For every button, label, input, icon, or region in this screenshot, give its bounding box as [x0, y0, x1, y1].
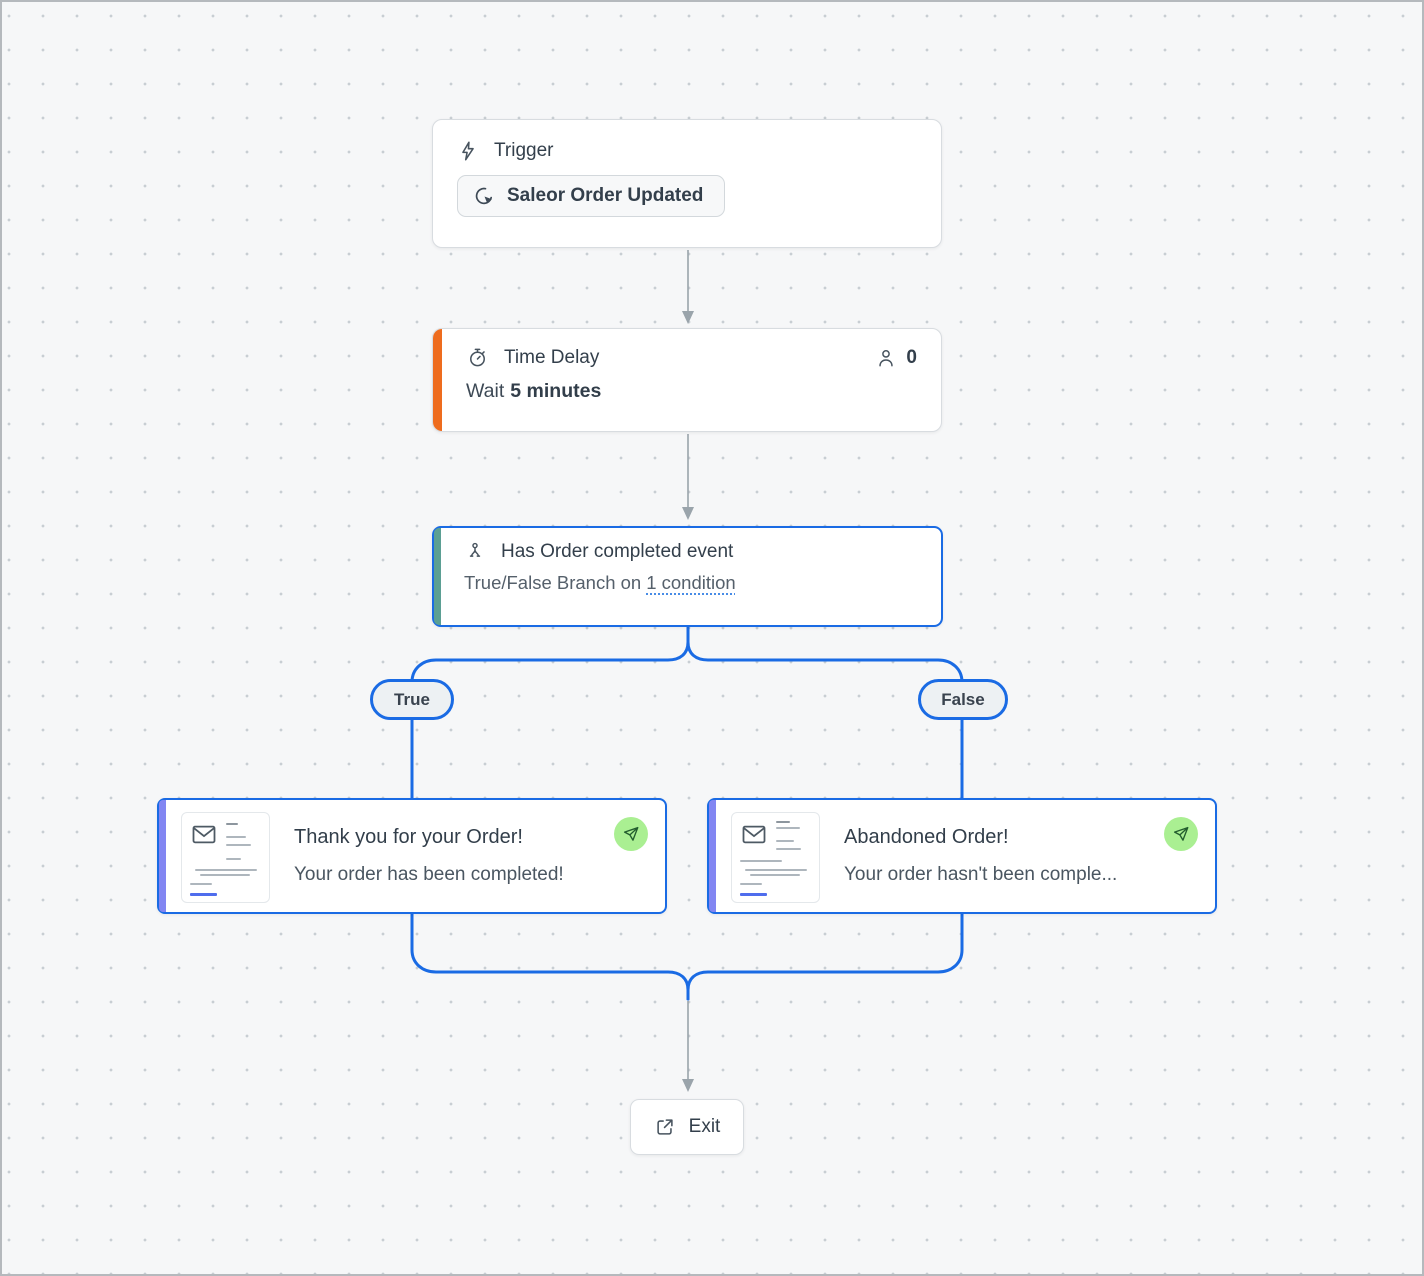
exit-label: Exit	[688, 1116, 721, 1137]
email-preview-thumbnail	[731, 812, 820, 903]
true-label-text: True	[394, 689, 430, 709]
arrowhead-delay	[682, 311, 694, 324]
condition-subtitle-prefix: True/False Branch on	[464, 572, 642, 593]
trigger-event-button[interactable]: Saleor Order Updated	[457, 175, 726, 217]
exit-node[interactable]: Exit	[630, 1099, 744, 1155]
condition-title: Has Order completed event	[501, 541, 734, 562]
email-node-thank-you[interactable]: Thank you for your Order! Your order has…	[157, 798, 667, 914]
email-node-abandoned[interactable]: Abandoned Order! Your order hasn't been …	[707, 798, 1217, 914]
email-subtitle: Your order has been completed!	[294, 864, 564, 885]
envelope-icon	[191, 824, 217, 850]
click-icon	[472, 184, 496, 208]
email-subtitle: Your order hasn't been comple...	[844, 864, 1118, 885]
false-label-text: False	[941, 689, 985, 709]
branch-label-true: True	[370, 679, 454, 720]
arrowhead-condition	[682, 507, 694, 520]
email-title: Thank you for your Order!	[294, 826, 523, 848]
arrowhead-exit	[682, 1079, 694, 1092]
external-link-icon	[654, 1116, 676, 1138]
trigger-event-label: Saleor Order Updated	[507, 185, 704, 206]
edge-merge-true	[410, 912, 690, 1001]
wait-value: 5 minutes	[510, 380, 602, 402]
edge-branch-true	[410, 626, 690, 800]
condition-node[interactable]: Has Order completed event True/False Bra…	[432, 526, 943, 627]
condition-accent-bar	[434, 528, 441, 625]
email-accent-bar	[709, 800, 716, 912]
person-icon	[875, 347, 897, 369]
trigger-node[interactable]: Trigger Saleor Order Updated	[432, 119, 942, 248]
envelope-icon	[741, 824, 767, 850]
time-delay-title: Time Delay	[504, 346, 600, 368]
branch-fork-icon	[464, 541, 486, 563]
send-status-badge	[1164, 817, 1198, 851]
paper-plane-icon	[1173, 826, 1189, 841]
branch-label-false: False	[918, 679, 1008, 720]
contacts-count: 0	[906, 346, 917, 368]
email-accent-bar	[159, 800, 166, 912]
email-preview-thumbnail	[181, 812, 270, 903]
trigger-title: Trigger	[494, 140, 554, 161]
paper-plane-icon	[623, 826, 639, 841]
edge-branch-false	[686, 626, 964, 800]
stopwatch-icon	[466, 346, 489, 369]
email-title: Abandoned Order!	[844, 826, 1009, 848]
edge-merge-false	[686, 912, 964, 1001]
wait-prefix: Wait	[466, 380, 505, 402]
send-status-badge	[614, 817, 648, 851]
contacts-counter: 0	[875, 347, 917, 369]
lightning-bolt-icon	[457, 140, 479, 162]
time-delay-accent-bar	[433, 329, 442, 431]
condition-count-link[interactable]: 1 condition	[646, 572, 736, 593]
